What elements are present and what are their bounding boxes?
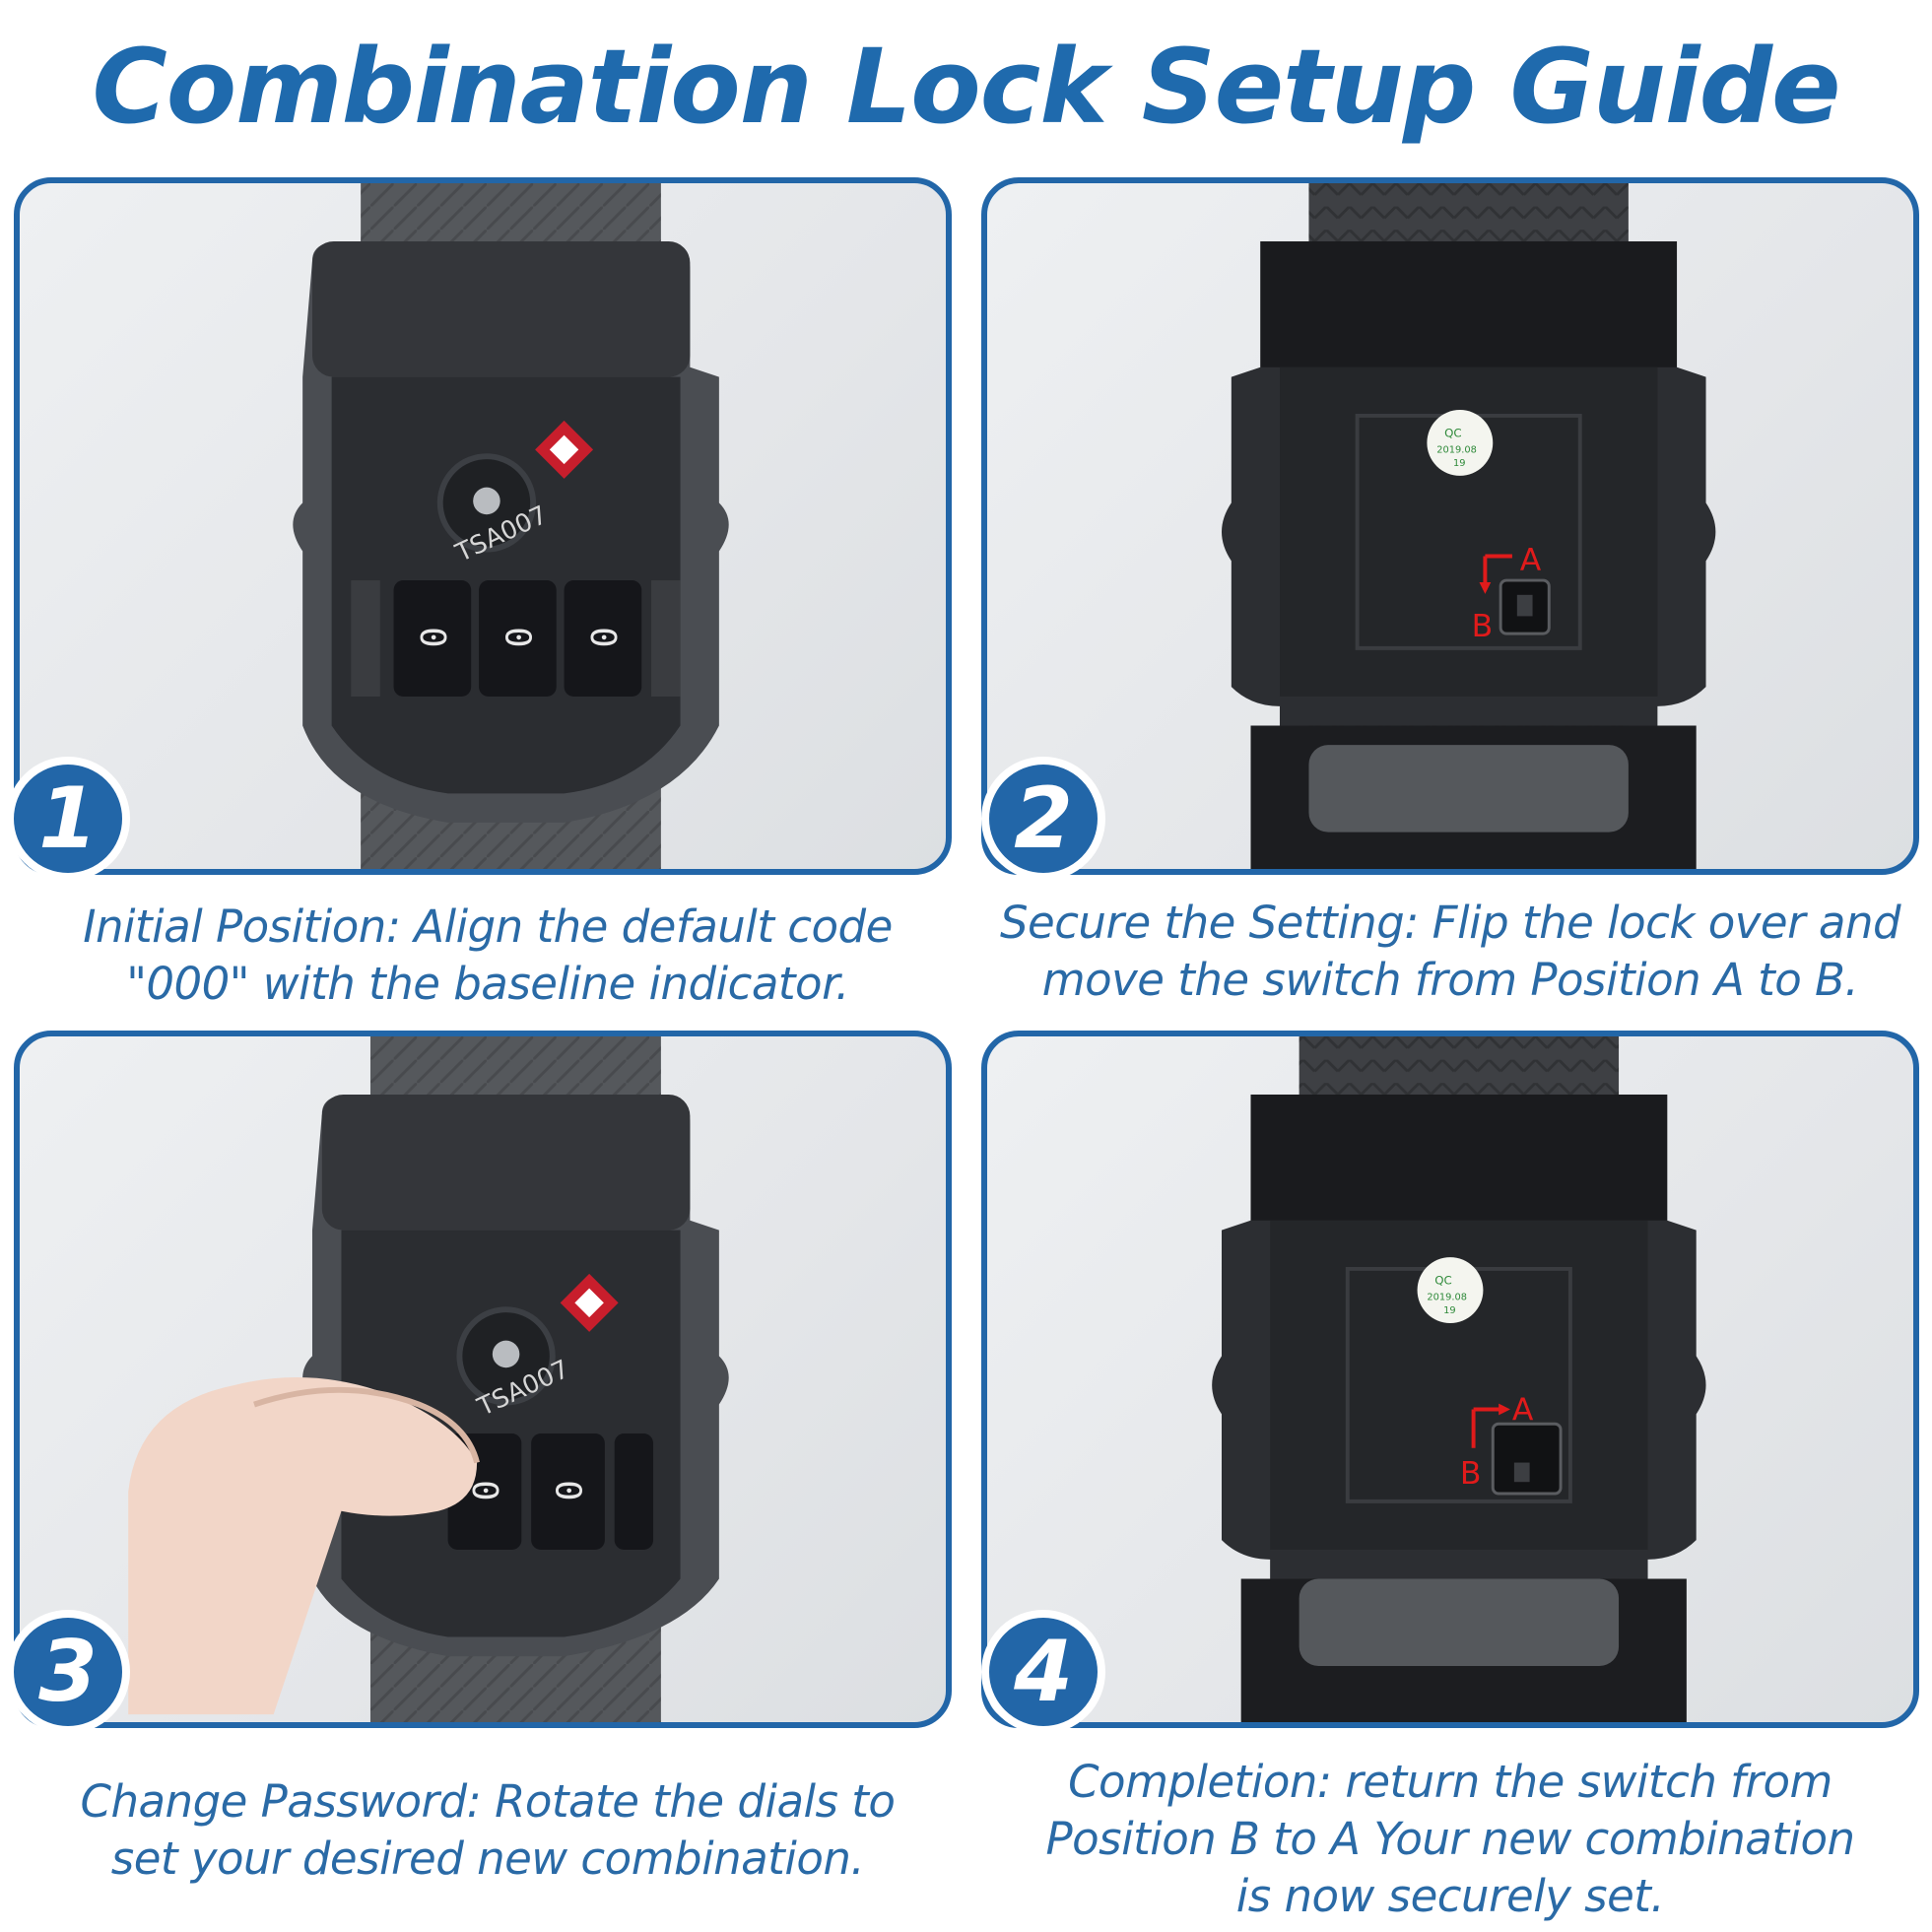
- step-1-caption: Initial Position: Align the default code…: [20, 899, 956, 1013]
- caption-line: is now securely set.: [1235, 1870, 1665, 1922]
- step-4-panel: QC 2019.08 19 A B: [981, 1031, 1919, 1728]
- step-3-panel: TSA007 0 0: [14, 1031, 952, 1728]
- dial-digit: 0: [582, 627, 623, 647]
- dial-digit: 0: [548, 1480, 588, 1500]
- step-4-caption: Completion: return the switch from Posit…: [981, 1754, 1919, 1925]
- dial-digit: 0: [498, 627, 538, 647]
- step-2-panel: QC 2019.08 19 A B: [981, 177, 1919, 875]
- qc-sub: 19: [1453, 458, 1466, 469]
- caption-line: "000" with the baseline indicator.: [126, 958, 849, 1010]
- step-4-badge: 4: [981, 1610, 1105, 1734]
- step-3-badge: 3: [6, 1610, 130, 1734]
- step-2-badge: 2: [981, 757, 1105, 881]
- step-2-caption: Secure the Setting: Flip the lock over a…: [981, 895, 1919, 1009]
- lock-back-complete-illustration: QC 2019.08 19 A B: [1212, 1036, 1706, 1722]
- lock-back-illustration: QC 2019.08 19 A B: [1222, 183, 1716, 869]
- caption-line: Initial Position: Align the default code: [83, 900, 893, 953]
- qc-date: 2019.08: [1436, 444, 1477, 455]
- switch-label-b: B: [1472, 609, 1494, 644]
- lock-front-illustration: TSA007 0 0 0: [293, 183, 729, 869]
- caption-line: set your desired new combination.: [110, 1832, 865, 1885]
- dial-digit: 0: [412, 627, 452, 647]
- qc-label: QC: [1444, 427, 1462, 440]
- qc-label: QC: [1434, 1274, 1452, 1288]
- step-3-caption: Change Password: Rotate the dials to set…: [20, 1773, 956, 1888]
- caption-line: Completion: return the switch from: [1068, 1756, 1832, 1808]
- switch-label-a: A: [1520, 543, 1542, 578]
- qc-date: 2019.08: [1427, 1292, 1467, 1302]
- switch-label-b: B: [1460, 1456, 1482, 1492]
- step-1-badge: 1: [6, 757, 130, 881]
- caption-line: Secure the Setting: Flip the lock over a…: [999, 897, 1901, 949]
- caption-line: Position B to A Your new combination: [1045, 1813, 1855, 1865]
- switch-label-a: A: [1512, 1392, 1534, 1428]
- dial-digit: 0: [464, 1480, 504, 1500]
- lock-dial-rotate-illustration: TSA007 0 0: [128, 1036, 729, 1722]
- step-1-panel: TSA007 0 0 0: [14, 177, 952, 875]
- page-title: Combination Lock Setup Guide: [92, 27, 1840, 147]
- caption-line: move the switch from Position A to B.: [1041, 954, 1859, 1006]
- caption-line: Change Password: Rotate the dials to: [80, 1775, 896, 1828]
- qc-sub: 19: [1443, 1305, 1456, 1316]
